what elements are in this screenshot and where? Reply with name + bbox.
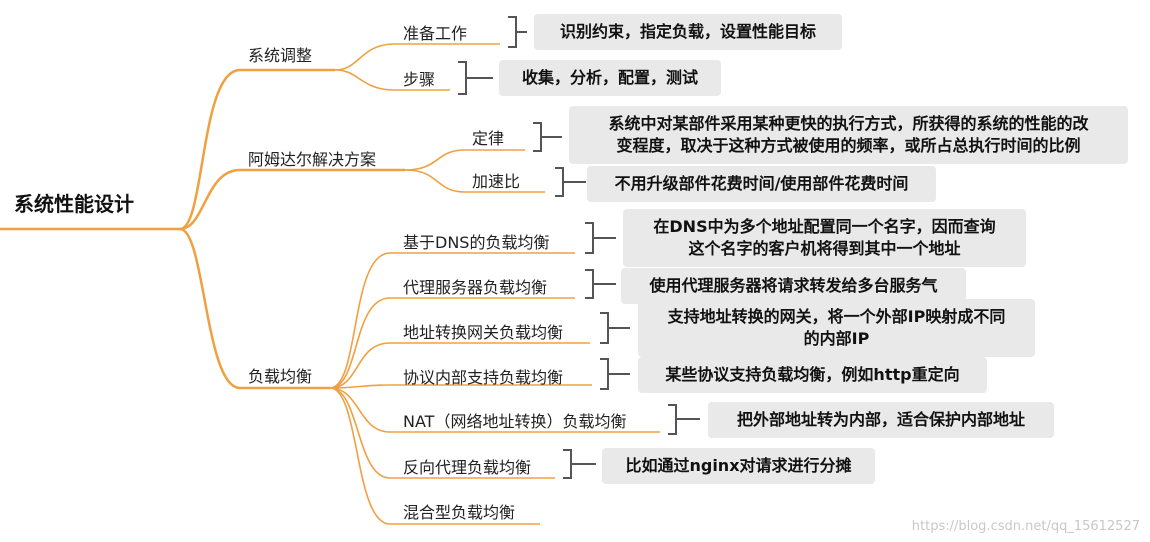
edge-branch-2-child-1 (404, 149, 525, 171)
topic-protocol-lb: 协议内部支持负载均衡 (403, 368, 564, 387)
bracket-4 (555, 167, 586, 197)
note-speedup: 不用升级部件花费时间/使用部件花费时间 (587, 166, 936, 202)
note-preparation: 识别约束，指定负载，设置性能目标 (534, 14, 842, 50)
edge-root-branch-1 (179, 68, 335, 231)
topic-speedup: 加速比 (472, 172, 521, 191)
bracket-7 (600, 312, 630, 344)
root-topic: 系统性能设计 (14, 192, 134, 216)
edge-branch-3-child-5 (329, 387, 660, 433)
edge-branch-3-child-6 (329, 387, 555, 479)
topic-preparation: 准备工作 (403, 24, 468, 43)
bracket-8 (600, 358, 630, 390)
topic-nat-lb: NAT（网络地址转换）负载均衡 (403, 412, 627, 431)
note-dns-lb: 在DNS中为多个地址配置同一个名字，因而查询 这个名字的客户机将得到其中一个地址 (623, 209, 1026, 267)
edge-branch-3-child-4 (329, 384, 592, 389)
note-reverse-proxy-lb: 比如通过nginx对请求进行分摊 (602, 448, 875, 484)
topic-hybrid-lb: 混合型负载均衡 (403, 503, 516, 522)
topic-gateway-lb: 地址转换网关负载均衡 (403, 323, 564, 342)
edge-branch-2-child-2 (404, 169, 545, 193)
note-law: 系统中对某部件采用某种更快的执行方式，所获得的系统的性能的改 变程度，取决于这种… (569, 106, 1128, 164)
note-gateway-lb: 支持地址转换的网关，将一个外部IP映射成不同 的内部IP (638, 299, 1035, 357)
bracket-9 (668, 404, 700, 435)
topic-reverse-proxy-lb: 反向代理负载均衡 (403, 458, 532, 477)
bracket-3 (533, 122, 562, 152)
edge-branch-3-child-2 (329, 297, 575, 389)
topic-law: 定律 (472, 129, 505, 148)
bracket-10 (563, 449, 596, 479)
watermark: https://blog.csdn.net/qq_15612527 (911, 519, 1140, 534)
edge-branch-1-child-2 (334, 69, 450, 91)
branch-system-tuning: 系统调整 (248, 46, 313, 65)
edge-root-branch-3 (179, 227, 330, 390)
note-nat-lb: 把外部地址转为内部，适合保护内部地址 (708, 402, 1054, 438)
topic-dns-lb: 基于DNS的负载均衡 (403, 233, 550, 252)
bracket-6 (585, 269, 616, 299)
note-proxy-lb: 使用代理服务器将请求转发给多台服务气 (621, 268, 966, 304)
note-steps: 收集，分析，配置，测试 (499, 60, 721, 96)
bracket-2 (458, 61, 493, 95)
edge-root-branch-2 (179, 168, 405, 231)
edge-branch-3-child-1 (329, 252, 575, 389)
note-protocol-lb: 某些协议支持负载均衡，例如http重定向 (638, 357, 987, 393)
branch-load-balancing: 负载均衡 (248, 367, 313, 386)
topic-steps: 步骤 (403, 70, 436, 89)
bracket-5 (585, 222, 616, 254)
edge-branch-3-child-3 (329, 342, 590, 389)
edge-branch-3-child-7 (329, 387, 540, 525)
edge-branch-1-child-1 (334, 43, 500, 71)
topic-proxy-lb: 代理服务器负载均衡 (403, 278, 548, 297)
bracket-1 (508, 16, 527, 48)
branch-amdahl: 阿姆达尔解决方案 (248, 150, 377, 169)
